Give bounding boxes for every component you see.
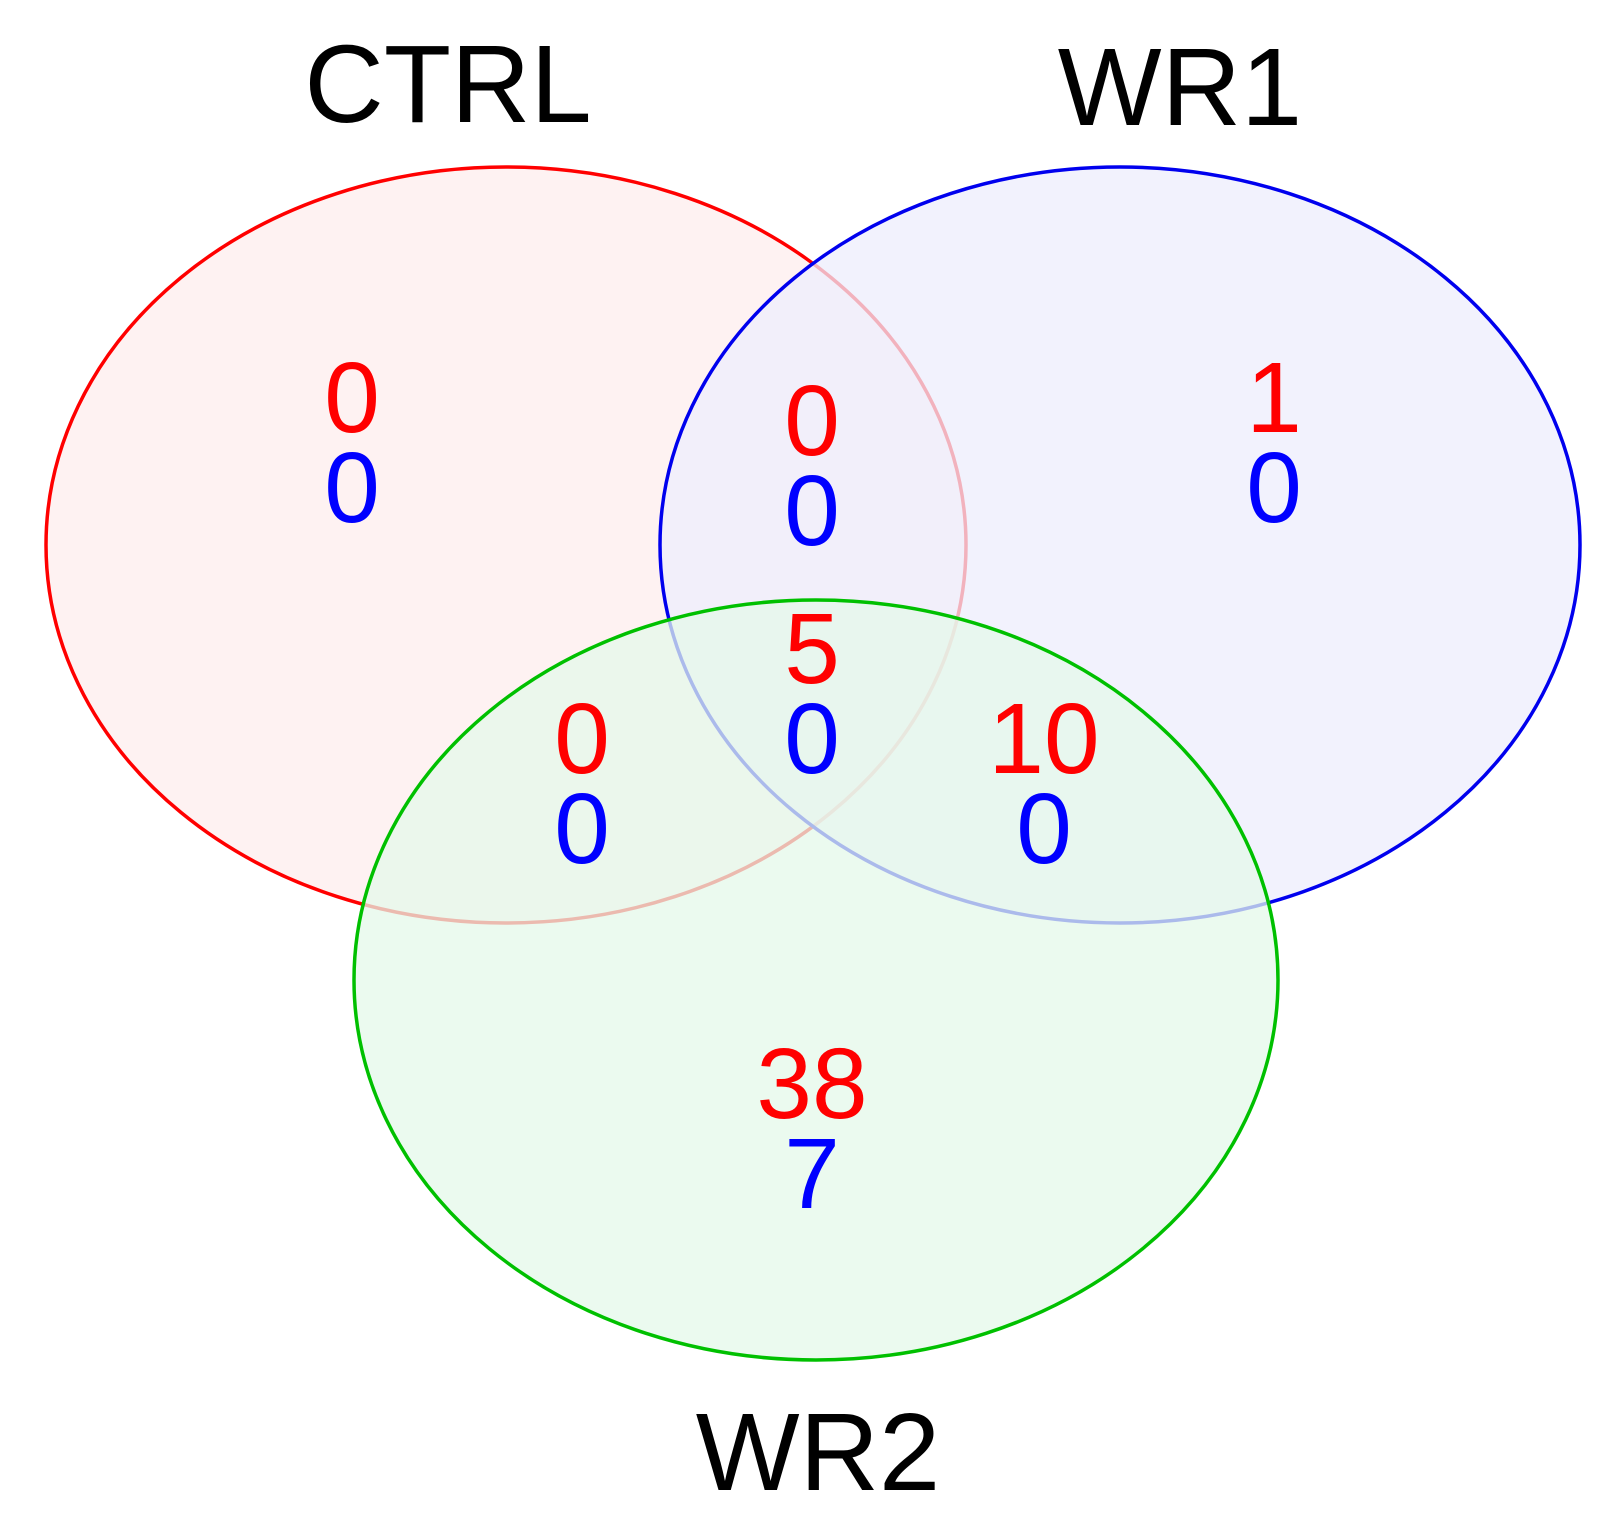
region-wr1-wr2-lower-count: 0: [1016, 773, 1072, 885]
ctrl-set-label: CTRL: [304, 23, 591, 146]
region-ctrl-only-upper-count: 0: [324, 342, 380, 454]
region-ctrl-wr1-upper-count: 0: [784, 365, 840, 477]
region-wr2-only-upper-count: 38: [756, 1028, 867, 1140]
wr2-set-ellipse: [352, 598, 1280, 1362]
wr1-set-label: WR1: [1058, 26, 1302, 149]
region-wr1-only-upper-count: 1: [1246, 342, 1302, 454]
region-ctrl-wr2: 0 0: [554, 683, 610, 885]
region-all-three: 5 0: [784, 593, 840, 795]
region-all-three-upper-count: 5: [784, 593, 840, 705]
region-wr1-only-lower-count: 0: [1246, 432, 1302, 544]
region-all-three-lower-count: 0: [784, 683, 840, 795]
region-ctrl-only: 0 0: [324, 342, 380, 544]
wr2-set-label: WR2: [696, 1391, 940, 1514]
region-ctrl-wr2-lower-count: 0: [554, 773, 610, 885]
region-wr1-wr2-upper-count: 10: [988, 683, 1099, 795]
region-ctrl-wr1-lower-count: 0: [784, 455, 840, 567]
region-ctrl-wr1: 0 0: [784, 365, 840, 567]
region-ctrl-only-lower-count: 0: [324, 432, 380, 544]
region-wr2-only: 38 7: [756, 1028, 867, 1230]
region-wr1-only: 1 0: [1246, 342, 1302, 544]
region-wr2-only-lower-count: 7: [784, 1118, 840, 1230]
region-ctrl-wr2-upper-count: 0: [554, 683, 610, 795]
region-wr1-wr2: 10 0: [988, 683, 1099, 885]
